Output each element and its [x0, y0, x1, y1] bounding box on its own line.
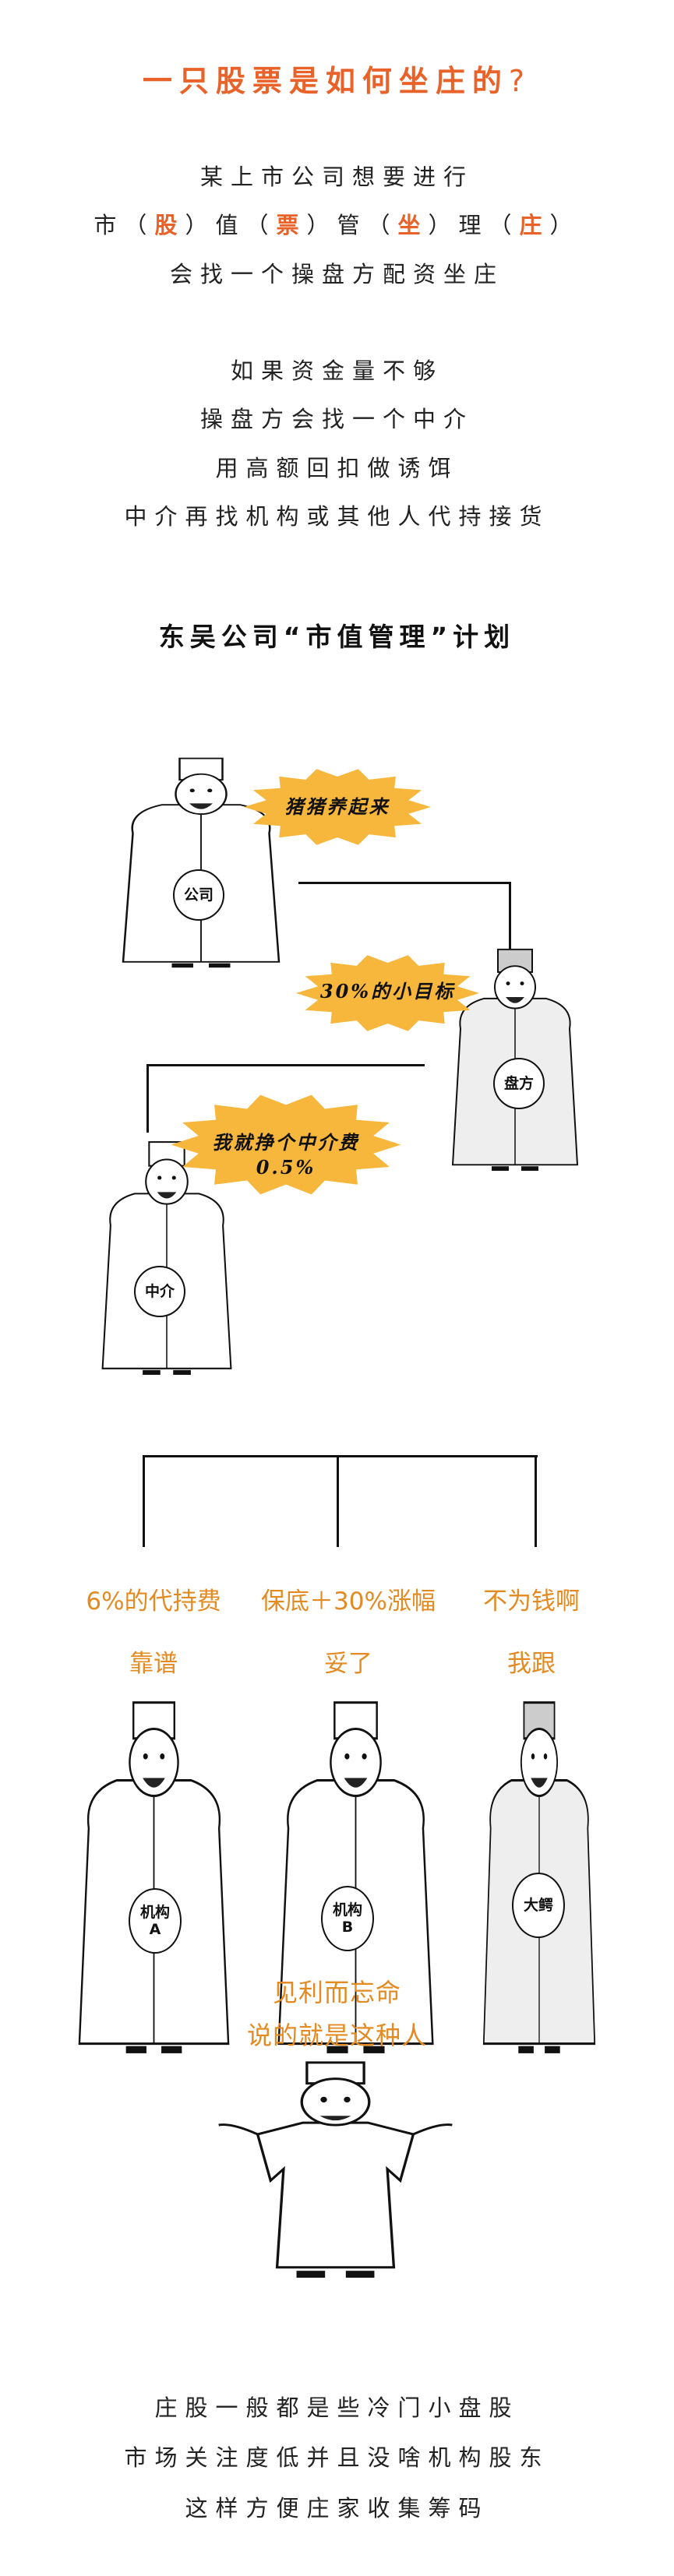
- page-title: 一只股票是如何坐庄的?: [0, 57, 674, 100]
- holder-a-label: 6%的代持费靠谱: [86, 1588, 221, 1678]
- operator-speech-bubble: 30%的小目标: [295, 952, 481, 1034]
- para2-line-1: 如果资金量不够: [230, 358, 443, 384]
- para2-line-3: 用高额回扣做诱饵: [215, 455, 459, 481]
- broker-speech-bubble: 我就挣个中介费 0.5%: [169, 1091, 403, 1199]
- tree-line: [143, 1455, 145, 1547]
- company-speech-text: 猪猪养起来: [284, 795, 390, 818]
- para2-line-2: 操盘方会找一个中介: [199, 406, 474, 432]
- title-text: 一只股票是如何坐庄的: [142, 64, 509, 98]
- tree-line: [143, 1455, 538, 1457]
- operator-speech-text: 30%的小目标: [319, 980, 456, 1003]
- speech-burst-shape: [171, 1094, 401, 1195]
- holder-c-label: 不为钱啊我跟: [483, 1588, 580, 1678]
- broker-speech-line-1: 我就挣个中介费: [212, 1131, 360, 1154]
- highlight-char: 股: [154, 212, 185, 238]
- highlight-char: 坐: [397, 212, 429, 238]
- connector-line: [147, 1064, 425, 1066]
- shrugging-official-figure: [206, 2053, 465, 2285]
- section-heading: 东吴公司“市值管理”计划: [158, 622, 516, 652]
- company-speech-bubble: 猪猪养起来: [242, 766, 432, 848]
- connector-line: [298, 882, 511, 884]
- highlight-char: 庄: [519, 212, 550, 238]
- big-player-badge: 大鳄: [512, 1873, 565, 1938]
- connector-line: [146, 1064, 149, 1133]
- tree-line: [535, 1455, 537, 1547]
- intro-line-3: 会找一个操盘方配资坐庄: [169, 261, 504, 287]
- conclusion-line-2: 市场关注度低并且没啥机构股东: [124, 2444, 550, 2471]
- intro-text-part: ）: [549, 212, 580, 238]
- title-question-mark: ?: [508, 64, 532, 98]
- broker-speech-line-2: 0.5%: [256, 1156, 316, 1179]
- connector-line: [509, 882, 511, 953]
- intro-line-2: 市（股）值（票）管（坐）理（庄）: [0, 207, 674, 240]
- holder-b-label: 保底＋30%涨幅妥了: [261, 1588, 436, 1678]
- operator-badge: 盘方: [493, 1058, 545, 1109]
- para2-line-4: 中介再找机构或其他人代持接货: [124, 503, 550, 530]
- intro-text-part: 市（: [94, 212, 155, 238]
- intro-text-part: ）理（: [428, 212, 520, 238]
- intro-line-1: 某上市公司想要进行: [199, 164, 474, 190]
- greed-line-2: 说的就是这种人: [246, 2021, 427, 2050]
- tree-line: [337, 1455, 339, 1547]
- broker-badge: 中介: [134, 1266, 185, 1317]
- figure-drawing: [218, 2061, 453, 2278]
- intro-text-part: ）管（: [306, 212, 398, 238]
- greed-line-1: 见利而忘命: [272, 1978, 401, 2007]
- speech-burst-shape: [244, 769, 431, 845]
- intro-text-part: ）值（: [185, 212, 277, 238]
- company-badge: 公司: [173, 869, 224, 921]
- speech-burst-shape: [295, 955, 480, 1031]
- highlight-char: 票: [276, 212, 307, 238]
- conclusion-line-3: 这样方便庄家收集筹码: [185, 2495, 489, 2521]
- conclusion-line-1: 庄股一般都是些冷门小盘股: [154, 2395, 520, 2421]
